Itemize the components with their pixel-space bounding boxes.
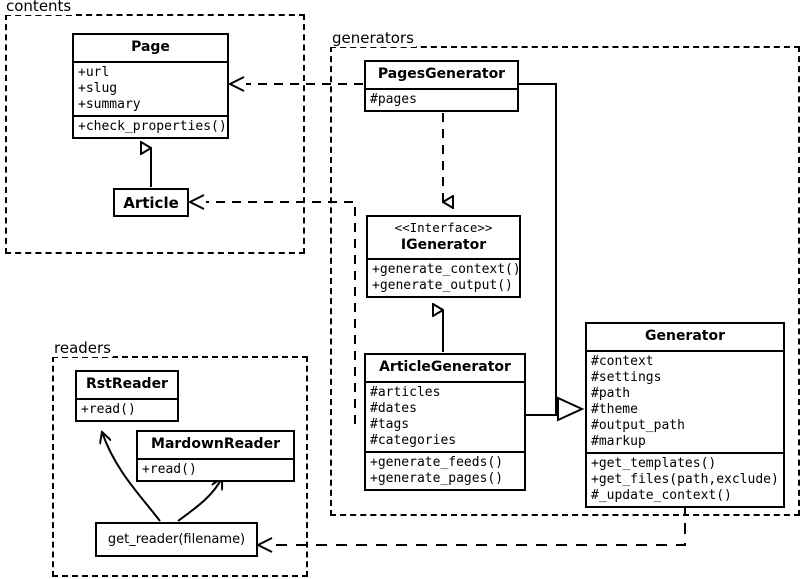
class-articlegenerator-methods: +generate_feeds() +generate_pages() (366, 451, 524, 489)
class-mardownreader-methods: +read() (138, 458, 293, 480)
class-articlegenerator[interactable]: ArticleGenerator #articles #dates #tags … (364, 353, 526, 491)
class-generator-method: +get_templates() (591, 456, 717, 471)
class-article-title: Article (123, 193, 179, 212)
class-pagesgenerator-attribute: #pages (370, 92, 417, 107)
class-articlegenerator-attribute: #dates (370, 401, 417, 416)
package-generators-label: generators (330, 29, 416, 47)
class-articlegenerator-method: +generate_pages() (370, 471, 504, 486)
class-igenerator[interactable]: <<Interface>> IGenerator +generate_conte… (366, 215, 521, 298)
class-page[interactable]: Page +url +slug +summary +check_properti… (72, 33, 229, 139)
class-generator[interactable]: Generator #context #settings #path #them… (585, 322, 785, 508)
class-pagesgenerator-title: PagesGenerator (377, 66, 506, 82)
class-page-attributes: +url +slug +summary (74, 61, 227, 115)
class-page-attribute: +slug (78, 81, 118, 96)
class-generator-methods: +get_templates() +get_files(path,exclude… (587, 452, 783, 506)
class-igenerator-methods: +generate_context() +generate_output() (368, 258, 521, 296)
class-generator-title: Generator (644, 328, 725, 344)
function-get-reader[interactable]: get_reader(filename) (95, 522, 258, 557)
class-page-attribute: +summary (78, 97, 141, 112)
class-igenerator-title: IGenerator (400, 237, 487, 253)
class-rstreader-methods: +read() (77, 398, 177, 420)
class-generator-method: +get_files(path,exclude) (591, 472, 779, 487)
class-generator-method: #_update_context() (591, 488, 732, 503)
package-readers-label: readers (52, 339, 113, 357)
class-article[interactable]: Article (113, 188, 189, 217)
class-articlegenerator-attribute: #categories (370, 433, 457, 448)
package-readers (52, 356, 308, 577)
class-generator-attribute: #path (591, 386, 631, 401)
class-generator-attributes: #context #settings #path #theme #output_… (587, 350, 783, 452)
class-mardownreader-method: +read() (142, 462, 197, 477)
class-pagesgenerator-attributes: #pages (366, 88, 517, 110)
class-generator-attribute: #markup (591, 434, 646, 449)
class-igenerator-method: +generate_output() (372, 278, 513, 293)
class-articlegenerator-title: ArticleGenerator (379, 359, 511, 375)
class-articlegenerator-attribute: #tags (370, 417, 410, 432)
class-rstreader[interactable]: RstReader +read() (75, 370, 179, 422)
class-igenerator-stereotype: <<Interface>> (394, 220, 493, 235)
class-rstreader-method: +read() (81, 402, 136, 417)
class-articlegenerator-method: +generate_feeds() (370, 455, 504, 470)
class-page-attribute: +url (78, 65, 110, 80)
class-mardownreader[interactable]: MardownReader +read() (136, 430, 295, 482)
class-articlegenerator-attributes: #articles #dates #tags #categories (366, 381, 524, 451)
package-contents-label: contents (4, 0, 74, 15)
class-generator-attribute: #theme (591, 402, 638, 417)
class-articlegenerator-attribute: #articles (370, 385, 441, 400)
class-generator-attribute: #output_path (591, 418, 685, 433)
class-igenerator-method: +generate_context() (372, 262, 521, 277)
class-rstreader-title: RstReader (86, 376, 168, 392)
class-mardownreader-title: MardownReader (151, 436, 280, 452)
class-generator-attribute: #settings (591, 370, 662, 385)
class-pagesgenerator[interactable]: PagesGenerator #pages (364, 60, 519, 112)
class-page-method: +check_properties() (78, 119, 227, 134)
function-get-reader-label: get_reader(filename) (107, 532, 246, 547)
class-generator-attribute: #context (591, 354, 654, 369)
package-contents (5, 14, 305, 254)
class-page-methods: +check_properties() (74, 115, 227, 137)
class-page-title: Page (131, 39, 170, 55)
